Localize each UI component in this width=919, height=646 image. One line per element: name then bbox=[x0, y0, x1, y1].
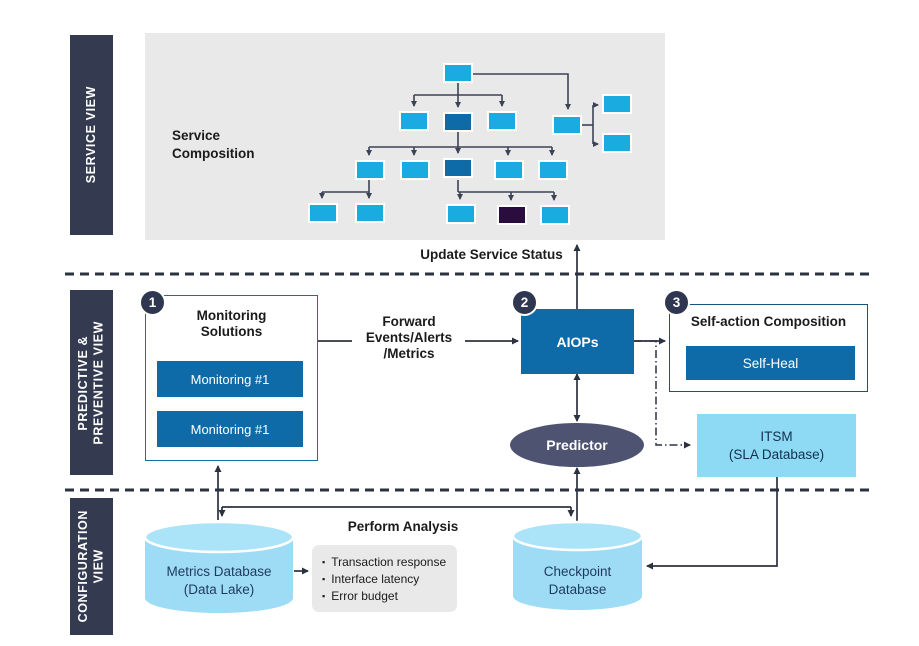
service-composition-label: Service Composition bbox=[172, 128, 255, 162]
checkpoint-database-label: Checkpoint Database bbox=[543, 564, 612, 598]
bullet-square-icon: ▪ bbox=[322, 557, 326, 567]
bullet-square-icon: ▪ bbox=[322, 574, 326, 585]
analysis-bullet-item: ▪ Interface latency bbox=[322, 571, 451, 588]
monitoring-item-1: Monitoring #1 bbox=[157, 361, 303, 397]
band-predictive-preventive-view: PREDICTIVE & PREVENTIVE VIEW bbox=[70, 290, 113, 475]
band-configuration-view-label: CONFIGURATION VIEW bbox=[75, 510, 106, 623]
perform-analysis-box: ▪Transaction response▪Interface latency▪… bbox=[312, 545, 457, 612]
predictor-ellipse: Predictor bbox=[510, 423, 644, 467]
service-composition-panel bbox=[145, 33, 665, 240]
analysis-bullet-item: ▪ Transaction response bbox=[322, 554, 451, 571]
step-2-badge: 2 bbox=[511, 289, 538, 316]
update-service-status-label: Update Service Status bbox=[420, 247, 563, 262]
bullet-square-icon: ▪ bbox=[322, 591, 326, 602]
forward-events-label: Forward Events/Alerts /Metrics bbox=[365, 314, 453, 362]
aiops-box: AIOPs bbox=[521, 309, 634, 374]
step-3-badge: 3 bbox=[663, 289, 690, 316]
band-configuration-view: CONFIGURATION VIEW bbox=[70, 498, 113, 635]
monitoring-solutions-title: Monitoring Solutions bbox=[196, 308, 267, 340]
self-heal-box: Self-Heal bbox=[686, 346, 855, 380]
monitoring-item-2: Monitoring #1 bbox=[157, 411, 303, 447]
analysis-bullet-item: ▪ Error budget bbox=[322, 588, 451, 605]
step-1-badge: 1 bbox=[139, 289, 166, 316]
band-service-view-label: SERVICE VIEW bbox=[83, 86, 98, 184]
itsm-sla-database-box: ITSM (SLA Database) bbox=[697, 414, 856, 477]
analysis-bullet-text: Transaction response bbox=[331, 555, 447, 569]
analysis-bullet-text: Interface latency bbox=[331, 572, 420, 587]
perform-analysis-title: Perform Analysis bbox=[347, 519, 459, 534]
metrics-database-label: Metrics Database (Data Lake) bbox=[166, 564, 272, 598]
band-predictive-preventive-view-label: PREDICTIVE & PREVENTIVE VIEW bbox=[75, 320, 106, 445]
band-service-view: SERVICE VIEW bbox=[70, 35, 113, 235]
analysis-bullet-text: Error budget bbox=[331, 589, 398, 604]
self-action-composition-title: Self-action Composition bbox=[690, 314, 847, 329]
